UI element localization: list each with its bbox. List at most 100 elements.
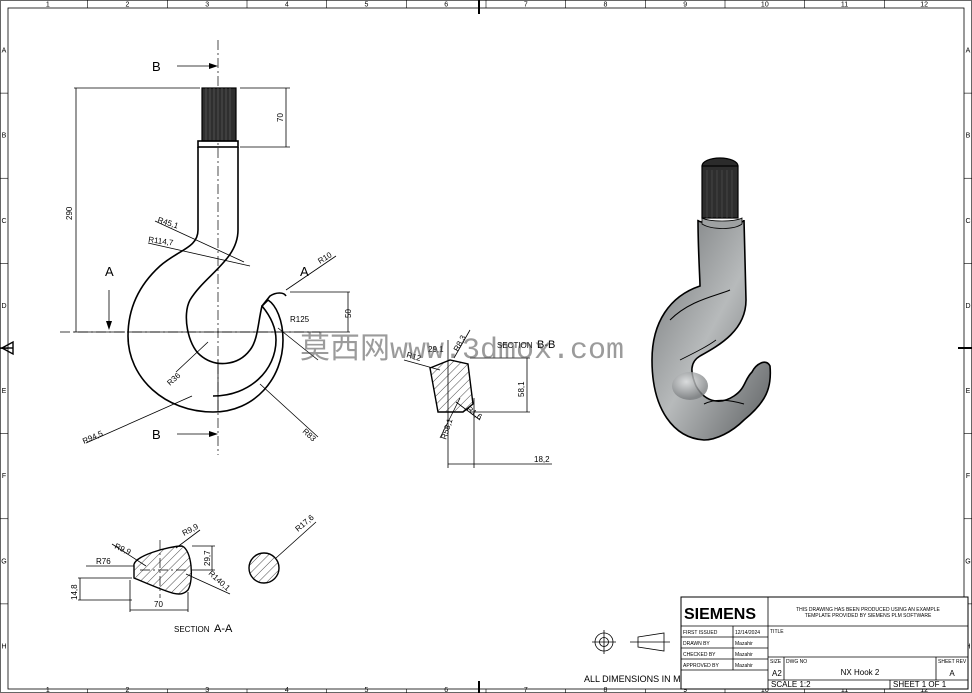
dim-50: 50 <box>344 309 353 318</box>
dim-29: 29,1 <box>428 345 444 354</box>
border-row-label-H-left: H <box>1 643 6 650</box>
svg-text:A: A <box>300 264 309 279</box>
border-col-label-4-top: 4 <box>285 2 289 9</box>
border-col-label-6-top: 6 <box>444 2 448 9</box>
section-marker-right: A <box>300 264 309 279</box>
dim-r94: R94,5 <box>81 429 105 446</box>
border-col-label-2-bottom: 2 <box>126 687 130 693</box>
tb-scale: SCALE 1:2 <box>771 680 811 689</box>
border-col-label-9-bottom: 9 <box>683 687 687 693</box>
title-block: SIEMENS THIS DRAWING HAS BEEN PRODUCED U… <box>680 596 969 690</box>
border-row-label-G-left: G <box>1 558 6 565</box>
hook-outline <box>127 147 284 413</box>
border-col-label-7-bottom: 7 <box>524 687 528 693</box>
isometric-hook-view <box>651 157 772 441</box>
dim-14: 14,8 <box>70 584 79 600</box>
tb-sheet: SHEET 1 OF 1 <box>893 680 947 689</box>
tb-dwg-label: DWG NO <box>786 659 807 665</box>
border-col-label-12-top: 12 <box>920 2 928 9</box>
section-aa-label: SECTION <box>174 625 210 634</box>
section-marker-bottom: B <box>152 427 218 442</box>
tb-sheet-rev-label: SHEET REV <box>938 659 967 665</box>
tb-first-issued-value: 12/14/2024 <box>735 630 760 636</box>
template-note-1: THIS DRAWING HAS BEEN PRODUCED USING AN … <box>796 607 940 613</box>
border-row-label-E-right: E <box>966 388 971 395</box>
border-col-label-8-top: 8 <box>604 2 608 9</box>
dim-r12: R12 <box>405 350 422 363</box>
border-col-label-7-top: 7 <box>524 2 528 9</box>
tb-approved-by-label: APPROVED BY <box>683 663 720 669</box>
dim-r83: R83 <box>301 427 318 444</box>
border-col-label-1-bottom: 1 <box>46 687 50 693</box>
dim-r17: R17,6 <box>294 513 317 534</box>
dim-18: 18,2 <box>534 455 550 464</box>
thread-section <box>201 87 237 142</box>
border-row-label-G-right: G <box>965 558 970 565</box>
dim-r45: R45,1 <box>156 215 180 230</box>
section-bb-letters: B-B <box>537 339 555 351</box>
section-marker-top: B <box>152 59 218 74</box>
section-bb-label: SECTION <box>497 341 533 350</box>
border-row-label-C-left: C <box>1 218 6 225</box>
border-col-label-4-bottom: 4 <box>285 687 289 693</box>
tb-first-issued-label: FIRST ISSUED <box>683 630 718 636</box>
border-col-label-3-bottom: 3 <box>205 687 209 693</box>
border-row-label-A-left: A <box>2 48 7 55</box>
border-row-label-D-right: D <box>965 303 970 310</box>
dim-290: 290 <box>65 206 74 220</box>
projection-symbol-icon <box>592 630 670 654</box>
section-marker-left: A <box>105 264 114 330</box>
main-view: B B A A 290 70 <box>60 40 353 455</box>
border-col-label-5-top: 5 <box>365 2 369 9</box>
round-section <box>248 552 280 584</box>
svg-text:A: A <box>105 264 114 279</box>
section-aa-letters: A-A <box>214 623 233 635</box>
border-col-label-2-top: 2 <box>126 2 130 9</box>
tb-checked-by-value: Mazahir <box>735 652 753 658</box>
dim-r9-right: R9,9 <box>181 522 201 538</box>
border-row-label-F-right: F <box>966 473 970 480</box>
border-row-label-B-right: B <box>966 133 971 140</box>
tb-dwg-value: NX Hook 2 <box>841 668 880 677</box>
svg-text:B: B <box>152 59 161 74</box>
template-note-2: TEMPLATE PROVIDED BY SIEMENS PLM SOFTWAR… <box>805 613 932 619</box>
border-row-label-D-left: D <box>1 303 6 310</box>
dim-r9-left: R9,9 <box>113 542 133 557</box>
dim-r114: R114,7 <box>148 235 175 247</box>
dim-r125: R125 <box>290 315 310 324</box>
tb-rev-value: A <box>949 669 955 678</box>
tb-size-value: A2 <box>772 669 782 678</box>
tb-checked-by-label: CHECKED BY <box>683 652 716 658</box>
border-col-label-11-top: 11 <box>841 2 848 9</box>
watermark-text: 莫西网www.3dmox.com <box>300 332 624 368</box>
border-col-label-6-bottom: 6 <box>444 687 448 693</box>
hook-3d-body <box>651 219 772 441</box>
border-row-label-B-left: B <box>2 133 7 140</box>
tb-size-label: SIZE <box>770 659 782 665</box>
tb-title-label: TITLE <box>770 629 784 635</box>
dim-70: 70 <box>276 113 285 122</box>
border-col-label-5-bottom: 5 <box>365 687 369 693</box>
dim-58: 58,1 <box>517 381 526 397</box>
border-row-label-F-left: F <box>2 473 6 480</box>
border-col-label-11-bottom: 11 <box>841 687 848 693</box>
dim-r76: R76 <box>96 557 111 566</box>
dim-29-7: 29,7 <box>203 550 212 566</box>
border-col-label-12-bottom: 12 <box>920 687 928 693</box>
dim-r58: R58,1 <box>439 417 454 441</box>
tb-drawn-by-label: DRAWN BY <box>683 641 710 647</box>
border-row-label-A-right: A <box>966 48 971 55</box>
section-aa-view: 70 14,8 R76 R9,9 R9,9 29,7 R140,1 R17,6 … <box>70 513 317 635</box>
dim-r36: R36 <box>165 371 182 388</box>
border-col-label-9-top: 9 <box>683 2 687 9</box>
dim-aa-70: 70 <box>154 600 163 609</box>
border-row-label-C-right: C <box>965 218 970 225</box>
border-col-label-3-top: 3 <box>205 2 209 9</box>
all-dimensions-note: ALL DIMENSIONS IN MM <box>584 674 688 684</box>
svg-text:B: B <box>152 427 161 442</box>
border-col-label-1-top: 1 <box>46 2 50 9</box>
tb-approved-by-value: Mazahir <box>735 663 753 669</box>
border-col-label-10-bottom: 10 <box>761 687 769 693</box>
